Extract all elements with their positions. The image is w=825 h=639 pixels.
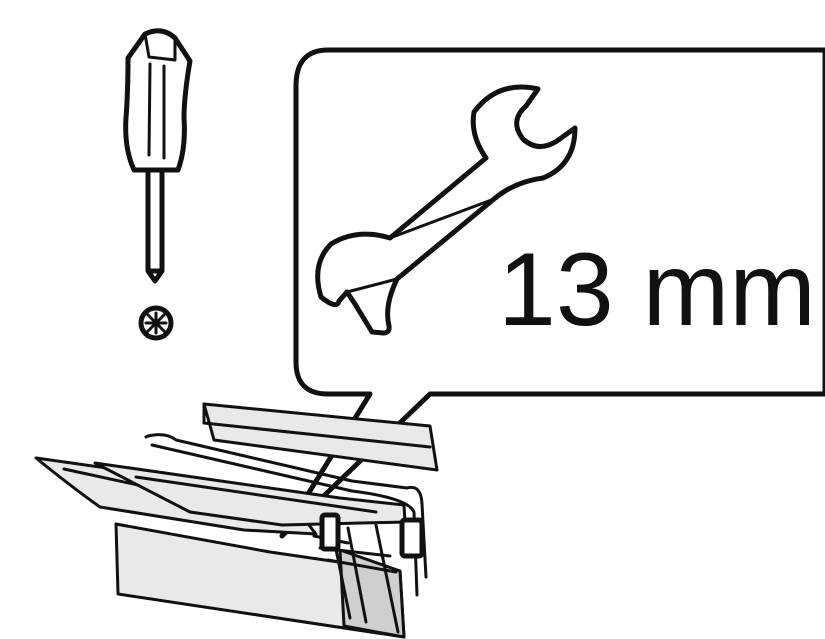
phillips-head-icon xyxy=(138,305,174,341)
wrench-icon xyxy=(315,84,578,336)
screwdriver-icon xyxy=(123,28,193,284)
speech-callout xyxy=(279,47,825,539)
toolbox-icon xyxy=(34,402,439,639)
wrench-size-label: 13 mm xyxy=(498,232,816,348)
